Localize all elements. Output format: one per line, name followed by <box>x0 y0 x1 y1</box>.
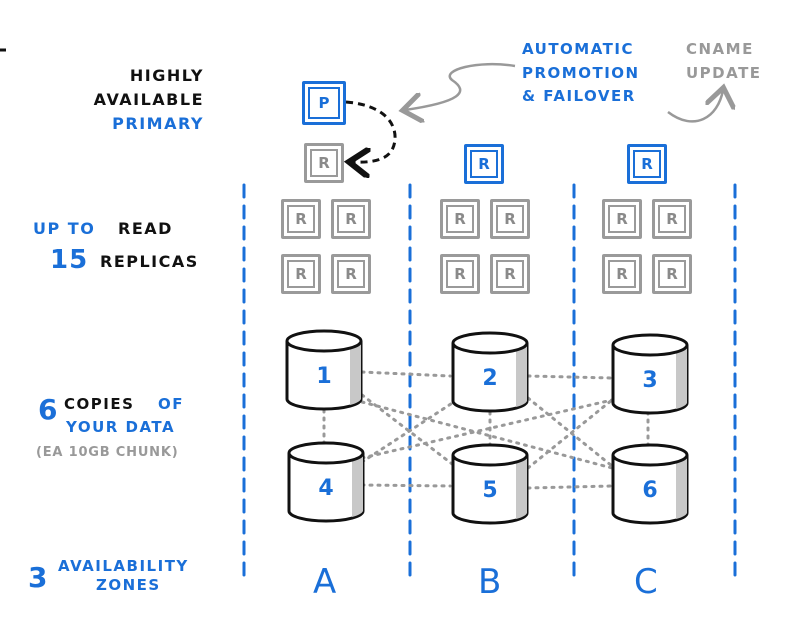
callout-arrow <box>405 62 516 110</box>
primary-label-line1: HIGHLY <box>129 66 204 85</box>
zone-dividers <box>242 183 737 582</box>
storage-node-label: 4 <box>318 476 333 501</box>
replica-node: R <box>440 254 480 294</box>
replica-label: R <box>641 155 653 173</box>
replica-label: R <box>666 210 678 228</box>
primary-node-label: P <box>318 94 330 112</box>
zone-a-label: A <box>313 562 337 602</box>
replica-label: R <box>295 210 307 228</box>
replica-label: R <box>616 210 628 228</box>
zone-b-label: B <box>478 562 502 602</box>
replica-node: R <box>281 254 321 294</box>
copies-of-label: OF <box>158 395 184 413</box>
cname-arrow <box>667 90 723 123</box>
failover-arrow <box>346 100 397 162</box>
replica-label: R <box>666 265 678 283</box>
replica-label: R <box>616 265 628 283</box>
primary-label-line2: AVAILABLE <box>93 90 204 109</box>
storage-node-label: 3 <box>642 368 657 393</box>
zone-c-label: C <box>634 562 658 602</box>
az-line1-label: AVAILABILITY <box>58 557 189 575</box>
replica-node: R <box>440 199 480 239</box>
replicas-word-label: REPLICAS <box>100 252 199 271</box>
storage-node-6: 6 <box>611 443 689 525</box>
replica-label: R <box>345 210 357 228</box>
copies-line2-label: YOUR DATA <box>66 418 176 436</box>
replica-node: R <box>652 254 692 294</box>
replica-node: R <box>602 199 642 239</box>
cname-callout-line1: CNAME <box>686 40 754 58</box>
storage-cylinders: 1 2 3 4 5 6 <box>285 329 689 525</box>
replica-label: R <box>478 155 490 173</box>
replica-label: R <box>504 265 516 283</box>
cname-callout-line2: UPDATE <box>686 64 762 82</box>
replica-label: R <box>504 210 516 228</box>
failover-callout-line1: AUTOMATIC <box>522 40 635 58</box>
replicas-upto-label: UP TO <box>33 219 96 238</box>
storage-node-label: 1 <box>316 364 331 389</box>
replica-label: R <box>345 265 357 283</box>
replica-node: R <box>281 199 321 239</box>
primary-node: P <box>302 81 346 125</box>
copies-count-label: 6 <box>38 393 58 426</box>
storage-node-5: 5 <box>451 443 529 525</box>
storage-node-2: 2 <box>451 331 529 413</box>
replica-label: R <box>318 154 330 172</box>
replica-node: R <box>331 199 371 239</box>
az-count-label: 3 <box>28 561 48 594</box>
failover-callout-line2: PROMOTION <box>522 64 640 82</box>
replica-node: R <box>602 254 642 294</box>
storage-node-label: 6 <box>642 478 657 503</box>
zone-c-promoted-replica-node: R <box>627 144 667 184</box>
replica-node: R <box>331 254 371 294</box>
replica-node: R <box>490 199 530 239</box>
copies-line3-label: (EA 10GB CHUNK) <box>36 445 179 460</box>
storage-node-label: 2 <box>482 366 497 391</box>
replica-node: R <box>652 199 692 239</box>
storage-mesh <box>322 370 650 490</box>
replica-label: R <box>454 210 466 228</box>
replicas-count-label: 15 <box>50 245 89 275</box>
storage-node-3: 3 <box>611 333 689 415</box>
storage-node-4: 4 <box>287 441 365 523</box>
az-line2-label: ZONES <box>96 576 161 594</box>
zone-b-promoted-replica-node: R <box>464 144 504 184</box>
replica-label: R <box>295 265 307 283</box>
replica-label: R <box>454 265 466 283</box>
storage-node-1: 1 <box>285 329 363 411</box>
replicas-read-label: READ <box>118 219 173 238</box>
copies-word-label: COPIES <box>64 395 135 413</box>
storage-node-label: 5 <box>482 478 497 503</box>
primary-label-line3: PRIMARY <box>112 114 204 133</box>
failover-replica-node: R <box>304 143 344 183</box>
failover-callout-line3: & FAILOVER <box>522 87 636 105</box>
replica-node: R <box>490 254 530 294</box>
